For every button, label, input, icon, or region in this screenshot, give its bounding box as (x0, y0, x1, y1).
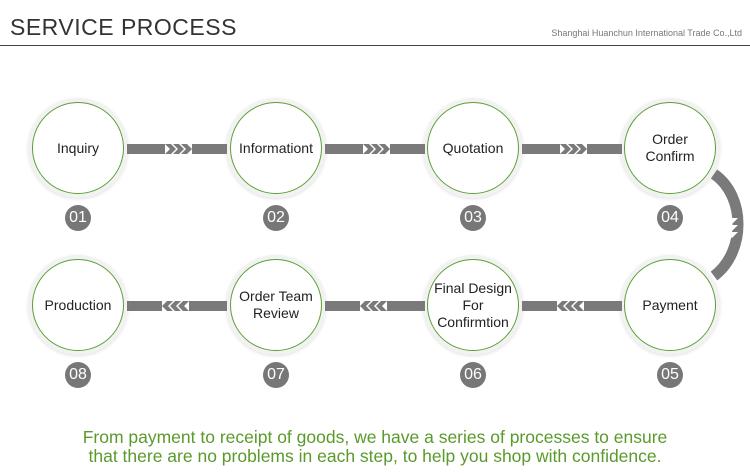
arrow-right-connector (522, 144, 622, 154)
step-2: Informationt (226, 98, 326, 198)
step-label: Inquiry (56, 139, 100, 156)
arrow-right-connector (325, 144, 425, 154)
step-number-badge: 08 (65, 362, 91, 388)
arrow-left-connector (522, 301, 622, 311)
step-label: Informationt (239, 139, 313, 156)
arrow-left-connector (127, 301, 227, 311)
step-number-badge: 04 (657, 205, 683, 231)
step-label: Payment (642, 296, 698, 313)
footer-line-2: that there are no problems in each step,… (88, 446, 662, 466)
step-8: Production (28, 255, 128, 355)
step-number-badge: 06 (460, 362, 486, 388)
step-number-badge: 01 (65, 205, 91, 231)
footer-description: From payment to receipt of goods, we hav… (0, 428, 750, 466)
page-title: SERVICE PROCESS (10, 14, 237, 40)
step-5: Payment (620, 255, 720, 355)
header-divider (0, 45, 750, 46)
step-3: Quotation (423, 98, 523, 198)
step-1: Inquiry (28, 98, 128, 198)
step-number-badge: 03 (460, 205, 486, 231)
company-name: Shanghai Huanchun International Trade Co… (551, 28, 742, 38)
footer-line-1: From payment to receipt of goods, we hav… (82, 427, 668, 447)
arrow-curve-connector (710, 169, 744, 281)
step-number-badge: 02 (263, 205, 289, 231)
step-label: Quotation (442, 139, 504, 156)
step-number-badge: 07 (263, 362, 289, 388)
step-number-badge: 05 (657, 362, 683, 388)
arrow-left-connector (325, 301, 425, 311)
arrow-right-connector (127, 144, 227, 154)
step-label: Production (44, 296, 112, 313)
